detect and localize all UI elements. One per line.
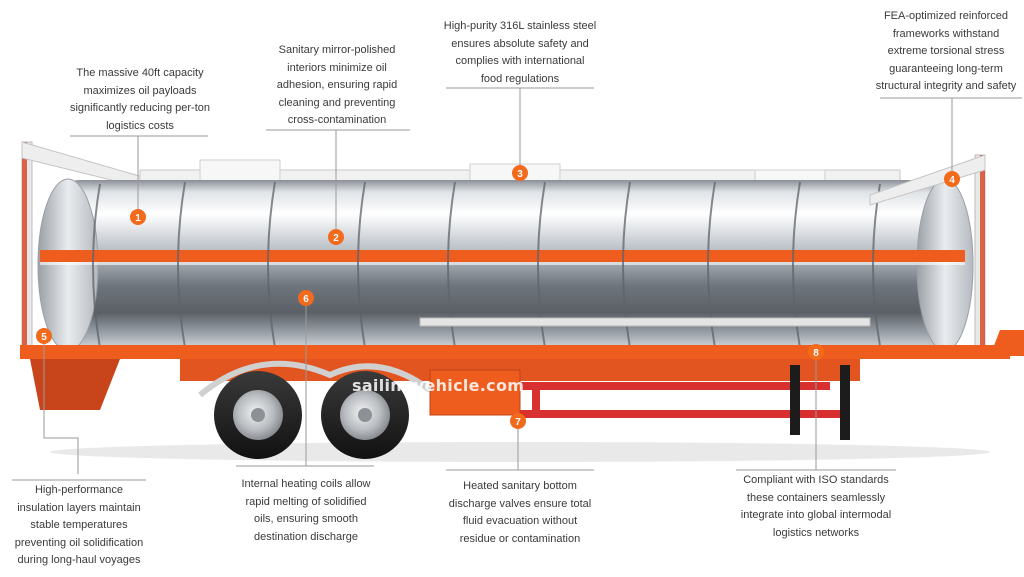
badge-5: 5 bbox=[36, 328, 52, 344]
badge-6: 6 bbox=[298, 290, 314, 306]
badge-2: 2 bbox=[328, 229, 344, 245]
svg-text:3: 3 bbox=[517, 169, 523, 180]
side-rail bbox=[419, 317, 871, 327]
callout-4-text: FEA-optimized reinforced frameworks with… bbox=[875, 10, 1017, 92]
trailer-chassis bbox=[20, 330, 1024, 440]
callout-7-text: Heated sanitary bottom discharge valves … bbox=[448, 480, 592, 545]
watermark: sailingvehicle.com bbox=[352, 376, 525, 395]
badge-4: 4 bbox=[944, 171, 960, 187]
callout-3-text: High-purity 316L stainless steel ensures… bbox=[443, 20, 597, 85]
svg-text:6: 6 bbox=[303, 294, 309, 305]
badge-1: 1 bbox=[130, 209, 146, 225]
badge-7: 7 bbox=[510, 413, 526, 429]
svg-text:1: 1 bbox=[135, 213, 141, 224]
svg-text:8: 8 bbox=[813, 348, 819, 359]
callout-6-text: Internal heating coils allow rapid melti… bbox=[241, 478, 371, 543]
tank-barrel bbox=[37, 178, 974, 352]
svg-text:4: 4 bbox=[949, 175, 955, 186]
container-frame-front bbox=[869, 154, 986, 356]
wheel-front-axle bbox=[214, 371, 302, 459]
mudguard bbox=[198, 360, 432, 398]
svg-text:5: 5 bbox=[41, 332, 47, 343]
callout-leader-lines bbox=[12, 87, 1022, 481]
wheel-rear-axle bbox=[321, 371, 409, 459]
svg-text:2: 2 bbox=[333, 233, 339, 244]
callout-8-text: Compliant with ISO standards these conta… bbox=[740, 474, 892, 539]
badge-3: 3 bbox=[512, 165, 528, 181]
badge-8: 8 bbox=[808, 344, 824, 360]
callout-5-text: High-performance insulation layers maint… bbox=[14, 484, 144, 566]
callout-2-text: Sanitary mirror-polished interiors minim… bbox=[276, 44, 398, 126]
callout-1-text: The massive 40ft capacity maximizes oil … bbox=[69, 67, 211, 132]
svg-text:7: 7 bbox=[515, 417, 521, 428]
